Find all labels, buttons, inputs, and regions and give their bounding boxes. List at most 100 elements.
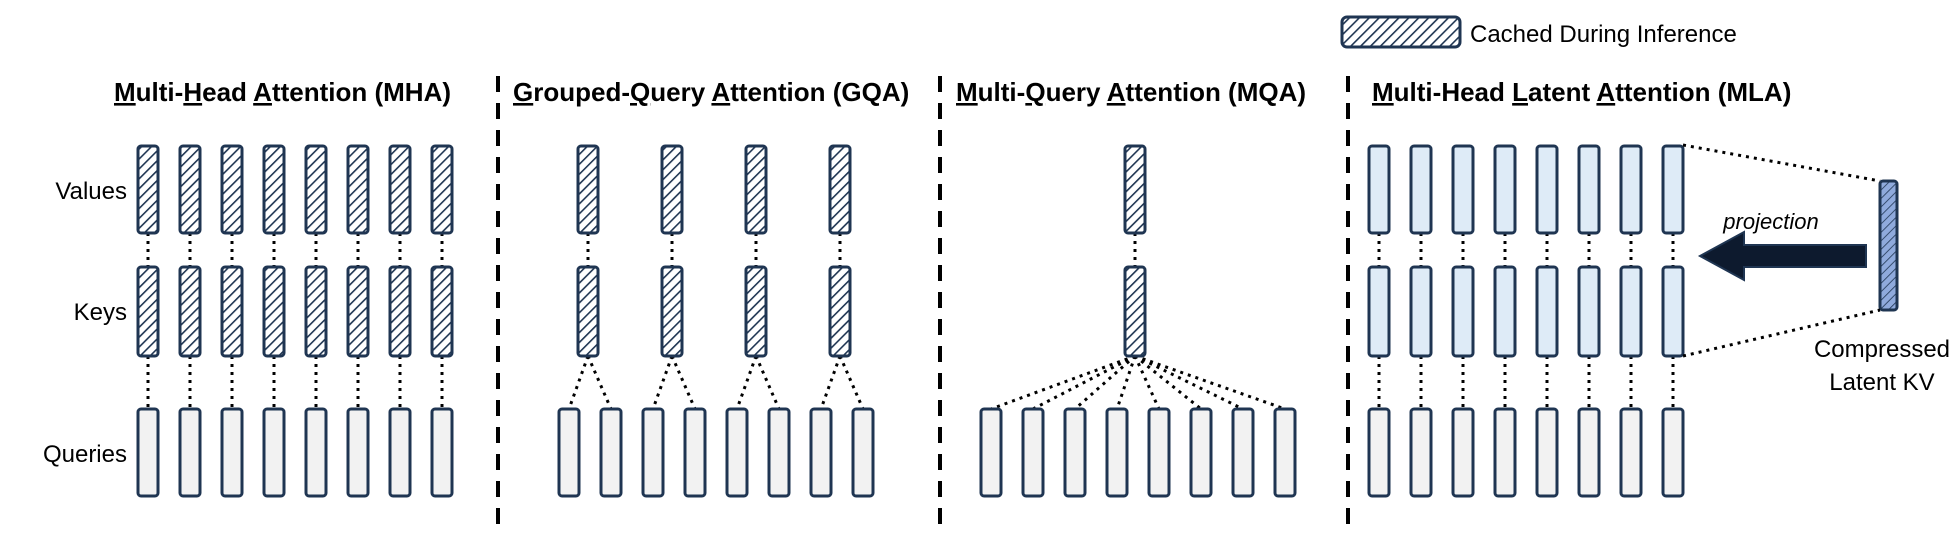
gqa-query-head — [683, 407, 707, 498]
mla-key-head — [1367, 265, 1391, 358]
mla-query-head — [1493, 407, 1517, 498]
row-label-keys: Keys — [74, 299, 127, 326]
gqa-value-head — [828, 144, 852, 235]
mla-value-head — [1577, 144, 1601, 235]
mha-key-head — [388, 265, 412, 358]
mla-key-head — [1577, 265, 1601, 358]
mla-key-head — [1493, 265, 1517, 358]
legend-label: Cached During Inference — [1470, 21, 1737, 48]
connector-line — [586, 355, 613, 410]
mha-key-head — [430, 265, 454, 358]
panel-title-mqa: Multi-Query Attention (MQA) — [956, 77, 1306, 107]
row-label-values: Values — [55, 178, 127, 205]
gqa-key-head — [828, 265, 852, 358]
mla-key-head — [1619, 265, 1643, 358]
gqa-key-head — [660, 265, 684, 358]
mla-projection: projection Compressed Latent KV — [1682, 143, 1950, 396]
mha-key-head — [304, 265, 328, 358]
mla-value-head — [1619, 144, 1643, 235]
mha-key-head — [346, 265, 370, 358]
connector-line — [1134, 354, 1286, 411]
legend-hatch-swatch — [1340, 15, 1462, 49]
panel-title-mla: Multi-Head Latent Attention (MLA) — [1372, 77, 1791, 107]
mla-value-head — [1367, 144, 1391, 235]
compressed-latent-kv-bar — [1878, 179, 1899, 312]
gqa-query-head — [557, 407, 581, 498]
gqa-query-head — [641, 407, 665, 498]
mla-query-head — [1661, 407, 1685, 498]
mqa-query-head — [1063, 407, 1087, 498]
compressed-latent-kv-label-line-1: Compressed — [1814, 336, 1950, 363]
mha-query-head — [304, 407, 328, 498]
connector-line — [1115, 355, 1137, 410]
mqa-key-head — [1123, 265, 1147, 358]
connector-line — [754, 355, 781, 410]
connector-line — [1074, 354, 1136, 411]
connector-line — [1134, 354, 1202, 411]
mqa-query-head — [1147, 407, 1171, 498]
legend: Cached During Inference — [1340, 15, 1737, 49]
gqa-query-head — [809, 407, 833, 498]
gqa-query-head — [725, 407, 749, 498]
gqa-query-head — [599, 407, 623, 498]
mla-value-head — [1493, 144, 1517, 235]
projection-arrow — [1697, 230, 1867, 282]
vector-bars — [136, 144, 1685, 498]
connector-line — [819, 355, 842, 410]
latent-top-connector — [1682, 143, 1881, 183]
mqa-query-head — [979, 407, 1003, 498]
connector-line — [651, 355, 674, 410]
mha-value-head — [388, 144, 412, 235]
panel-title-mha: Multi-Head Attention (MHA) — [114, 77, 451, 107]
connector-line — [567, 355, 590, 410]
connector-line — [838, 355, 865, 410]
mha-value-head — [178, 144, 202, 235]
mqa-query-head — [1231, 407, 1255, 498]
mla-query-head — [1619, 407, 1643, 498]
projection-label: projection — [1722, 209, 1818, 234]
gqa-value-head — [744, 144, 768, 235]
mha-value-head — [220, 144, 244, 235]
mla-key-head — [1409, 265, 1433, 358]
mha-value-head — [262, 144, 286, 235]
mha-value-head — [346, 144, 370, 235]
mha-key-head — [178, 265, 202, 358]
connector-line — [670, 355, 697, 410]
mha-query-head — [220, 407, 244, 498]
compressed-latent-kv-label-line-2: Latent KV — [1829, 369, 1934, 396]
mqa-value-head — [1123, 144, 1147, 235]
connector-line — [1133, 355, 1161, 410]
mha-key-head — [220, 265, 244, 358]
mla-query-head — [1367, 407, 1391, 498]
mha-value-head — [304, 144, 328, 235]
latent-bottom-connector — [1682, 308, 1881, 358]
mla-value-head — [1661, 144, 1685, 235]
mla-key-head — [1661, 265, 1685, 358]
mha-value-head — [136, 144, 160, 235]
gqa-query-head — [851, 407, 875, 498]
mqa-query-head — [1273, 407, 1297, 498]
mqa-query-head — [1021, 407, 1045, 498]
mla-value-head — [1451, 144, 1475, 235]
mla-query-head — [1451, 407, 1475, 498]
panel-title-gqa: Grouped-Query Attention (GQA) — [513, 77, 909, 107]
mha-query-head — [136, 407, 160, 498]
connector-line — [1032, 354, 1136, 411]
mla-key-head — [1535, 265, 1559, 358]
gqa-value-head — [660, 144, 684, 235]
connector-line — [1134, 354, 1244, 411]
mha-query-head — [262, 407, 286, 498]
mha-query-head — [388, 407, 412, 498]
mla-key-head — [1451, 265, 1475, 358]
row-label-queries: Queries — [43, 441, 127, 468]
mla-value-head — [1409, 144, 1433, 235]
mqa-query-head — [1105, 407, 1129, 498]
mla-query-head — [1535, 407, 1559, 498]
connector-line — [990, 354, 1136, 411]
mqa-query-head — [1189, 407, 1213, 498]
mla-query-head — [1409, 407, 1433, 498]
mha-query-head — [430, 407, 454, 498]
gqa-query-head — [767, 407, 791, 498]
mha-query-head — [178, 407, 202, 498]
